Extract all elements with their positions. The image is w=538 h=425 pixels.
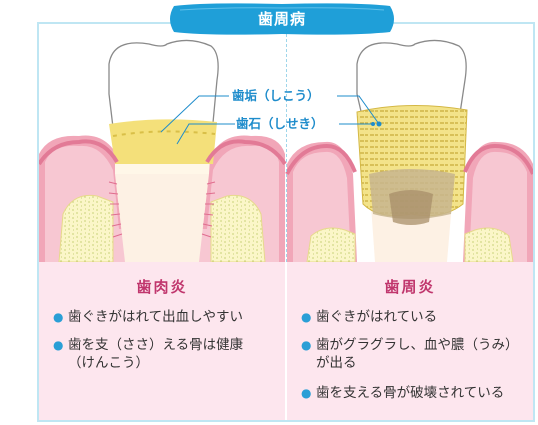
right-tooth-crown — [356, 39, 467, 121]
list-item: ● 歯を支える骨が破壊されている — [301, 384, 529, 402]
list-item-text: 歯ぐきがはれている — [316, 309, 438, 325]
panel-divider — [286, 24, 287, 262]
tartar-label: 歯石（しせき） — [236, 116, 324, 131]
list-item: ● 歯ぐきがはれている — [301, 308, 529, 326]
left-tooth-diagram — [39, 39, 287, 262]
list-item: ● 歯ぐきがはれて出血しやすい — [53, 308, 281, 326]
list-item-text: 歯を支える骨が破壊されている — [316, 385, 505, 401]
bullet-dot-icon: ● — [301, 386, 312, 400]
left-tooth-crown — [108, 39, 219, 145]
teeth-illustration — [39, 39, 533, 262]
plaque-label: 歯垢（しこう） — [232, 88, 320, 103]
right-bone — [306, 227, 356, 262]
list-item-text: 歯がグラグラし、血や膿（うみ） が出る — [316, 337, 519, 371]
list-item-text: 歯ぐきがはれて出血しやすい — [68, 309, 243, 325]
left-plaque — [109, 119, 217, 164]
list-item-text: 歯を支（ささ）える骨は健康 （けんこう） — [68, 337, 244, 371]
diagram-title: 歯周病 — [257, 10, 306, 28]
bullet-dot-icon: ● — [301, 338, 312, 352]
bullet-dot-icon: ● — [53, 338, 64, 352]
bullet-dot-icon: ● — [53, 310, 64, 324]
gingivitis-heading: 歯肉炎 — [136, 278, 188, 296]
list-item: ● 歯を支（ささ）える骨は健康 （けんこう） — [53, 336, 281, 372]
periodontitis-panel: 歯周炎 ● 歯ぐきがはれている ● 歯がグラグラし、血や膿（うみ） が出る ● … — [287, 262, 533, 420]
title-badge — [170, 3, 394, 35]
left-bone — [58, 194, 114, 262]
right-tooth-diagram — [285, 39, 533, 262]
list-item: ● 歯がグラグラし、血や膿（うみ） が出る — [301, 336, 529, 372]
bullet-dot-icon: ● — [301, 310, 312, 324]
callout-lines — [160, 95, 380, 145]
gingivitis-panel: 歯肉炎 ● 歯ぐきがはれて出血しやすい ● 歯を支（ささ）える骨は健康 （けんこ… — [39, 262, 285, 420]
left-tooth-root — [115, 174, 209, 262]
periodontitis-heading: 歯周炎 — [384, 278, 436, 296]
